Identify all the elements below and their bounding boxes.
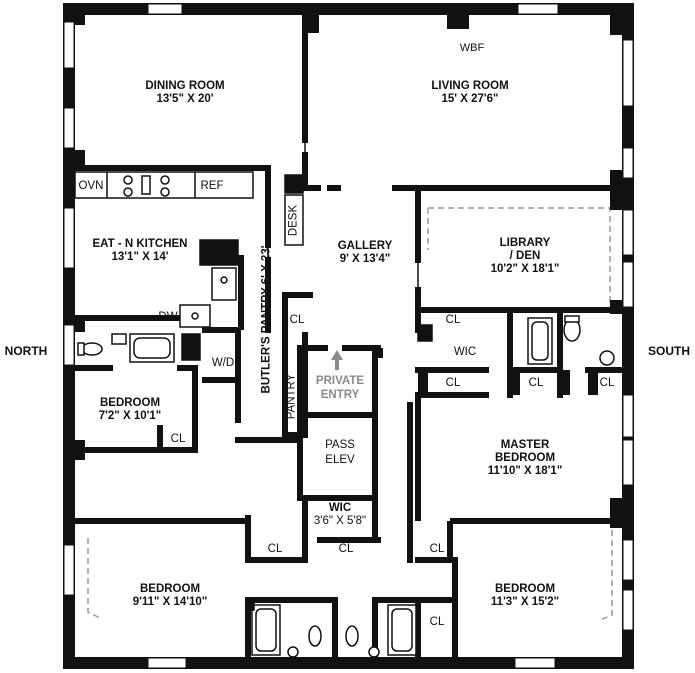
- master-bathroom: [417, 315, 615, 366]
- windows: [63, 3, 634, 669]
- kitchen-appliances: [74, 171, 254, 330]
- entry-arrow: [331, 350, 343, 370]
- door-swings: [267, 140, 419, 290]
- structural-columns: [75, 15, 622, 528]
- desk: [284, 174, 304, 246]
- north-bathroom: [77, 333, 201, 363]
- fireplace: [447, 15, 469, 29]
- south-bathrooms: [247, 599, 417, 658]
